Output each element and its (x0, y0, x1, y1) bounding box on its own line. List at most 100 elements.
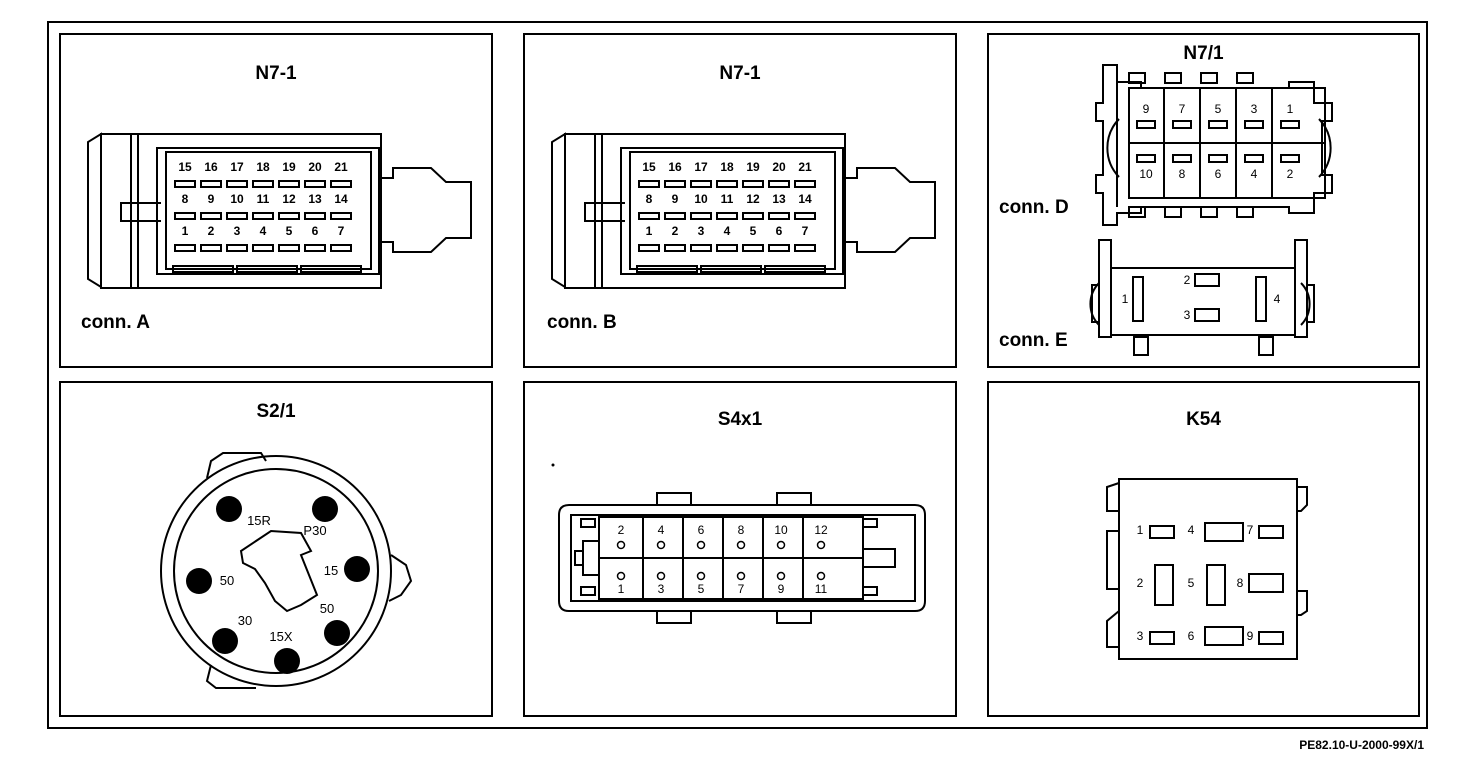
pin-hole (816, 571, 826, 581)
pin-contact (174, 180, 196, 188)
terminal-contact (212, 628, 238, 654)
pin-label: 9 (672, 192, 679, 206)
pin-contact (252, 244, 274, 252)
pin-hole (656, 571, 666, 581)
pin-label: 10 (694, 192, 708, 206)
pin-contact (1208, 120, 1228, 129)
pin-label: 8 (646, 192, 653, 206)
pin-label: 2 (1137, 576, 1144, 590)
pin-label: 4 (1274, 292, 1281, 306)
pin-label: 10 (230, 192, 244, 206)
pin-contact (794, 180, 816, 188)
pin-label: 20 (772, 160, 786, 174)
pin-contact (1280, 154, 1300, 163)
pin-contact (794, 244, 816, 252)
pin-contact (1172, 154, 1192, 163)
pin-contact (226, 180, 248, 188)
pin-hole (616, 540, 626, 550)
panel-s4x1: S4x1 (523, 381, 957, 717)
pin-hole (656, 540, 666, 550)
panel-title: N7-1 (719, 63, 761, 84)
pin-label: 7 (338, 224, 345, 238)
pin-label: 14 (334, 192, 348, 206)
pin-contact (794, 212, 816, 220)
pin-hole (736, 571, 746, 581)
reference-code: PE82.10-U-2000-99X/1 (1299, 738, 1424, 752)
pin-label: 11 (257, 192, 270, 206)
pin-label: 15 (178, 160, 192, 174)
pin-label: 5 (698, 582, 705, 596)
pin-contact (200, 180, 222, 188)
terminal-contact (186, 568, 212, 594)
pin-label: 19 (746, 160, 760, 174)
connector-label: conn. A (81, 312, 150, 333)
pin-label: 3 (1251, 102, 1258, 116)
pin-contact (768, 180, 790, 188)
pin-label: 11 (815, 582, 828, 596)
pin-label: 12 (814, 523, 828, 537)
pin-contact (1204, 626, 1244, 646)
terminal-label: 50 (220, 573, 234, 588)
pin-contact (1149, 631, 1175, 645)
pin-label: 8 (738, 523, 745, 537)
pin-label: 4 (1188, 523, 1195, 537)
terminal-label: P30 (303, 523, 326, 538)
pin-contact (1149, 525, 1175, 539)
pin-label: 6 (312, 224, 319, 238)
pin-label: 3 (1184, 308, 1191, 322)
pin-hole (696, 571, 706, 581)
pin-contact (278, 180, 300, 188)
pin-contact (226, 244, 248, 252)
pin-contact (690, 212, 712, 220)
pin-label: 17 (230, 160, 244, 174)
pin-contact (1258, 525, 1284, 539)
pin-label: 8 (1179, 167, 1186, 181)
pin-contact (1154, 564, 1174, 606)
pin-contact (638, 244, 660, 252)
pin-hole (696, 540, 706, 550)
terminal-label: 50 (320, 601, 334, 616)
pin-label: 11 (721, 192, 734, 206)
pin-contact (1244, 154, 1264, 163)
pin-contact (252, 180, 274, 188)
pin-hole (616, 571, 626, 581)
pin-contact (278, 212, 300, 220)
pin-label: 20 (308, 160, 322, 174)
pin-contact (330, 212, 352, 220)
pin-contact (200, 244, 222, 252)
pin-label: 10 (1139, 167, 1153, 181)
pin-label: 19 (282, 160, 296, 174)
terminal-label: 30 (238, 613, 252, 628)
pin-label: 2 (672, 224, 679, 238)
pin-label: 1 (1137, 523, 1144, 537)
pin-hole (736, 540, 746, 550)
pin-label: 12 (282, 192, 296, 206)
pin-contact (226, 212, 248, 220)
pin-label: 8 (182, 192, 189, 206)
pin-label: 6 (776, 224, 783, 238)
pin-label: 2 (618, 523, 625, 537)
pin-contact (1172, 120, 1192, 129)
panel-title: N7/1 (1183, 43, 1224, 64)
pin-label: 3 (698, 224, 705, 238)
pin-label: 21 (798, 160, 812, 174)
pin-label: 16 (668, 160, 682, 174)
pin-contact (716, 180, 738, 188)
pin-label: 7 (1179, 102, 1186, 116)
terminal-contact (324, 620, 350, 646)
pin-contact (200, 212, 222, 220)
pin-contact (1244, 120, 1264, 129)
pin-label: 18 (720, 160, 734, 174)
pin-label: 2 (208, 224, 215, 238)
pin-label: 14 (798, 192, 812, 206)
pin-label: 5 (750, 224, 757, 238)
pin-label: 5 (1188, 576, 1195, 590)
connector-e-label: conn. E (999, 330, 1068, 351)
pin-label: 3 (1137, 629, 1144, 643)
